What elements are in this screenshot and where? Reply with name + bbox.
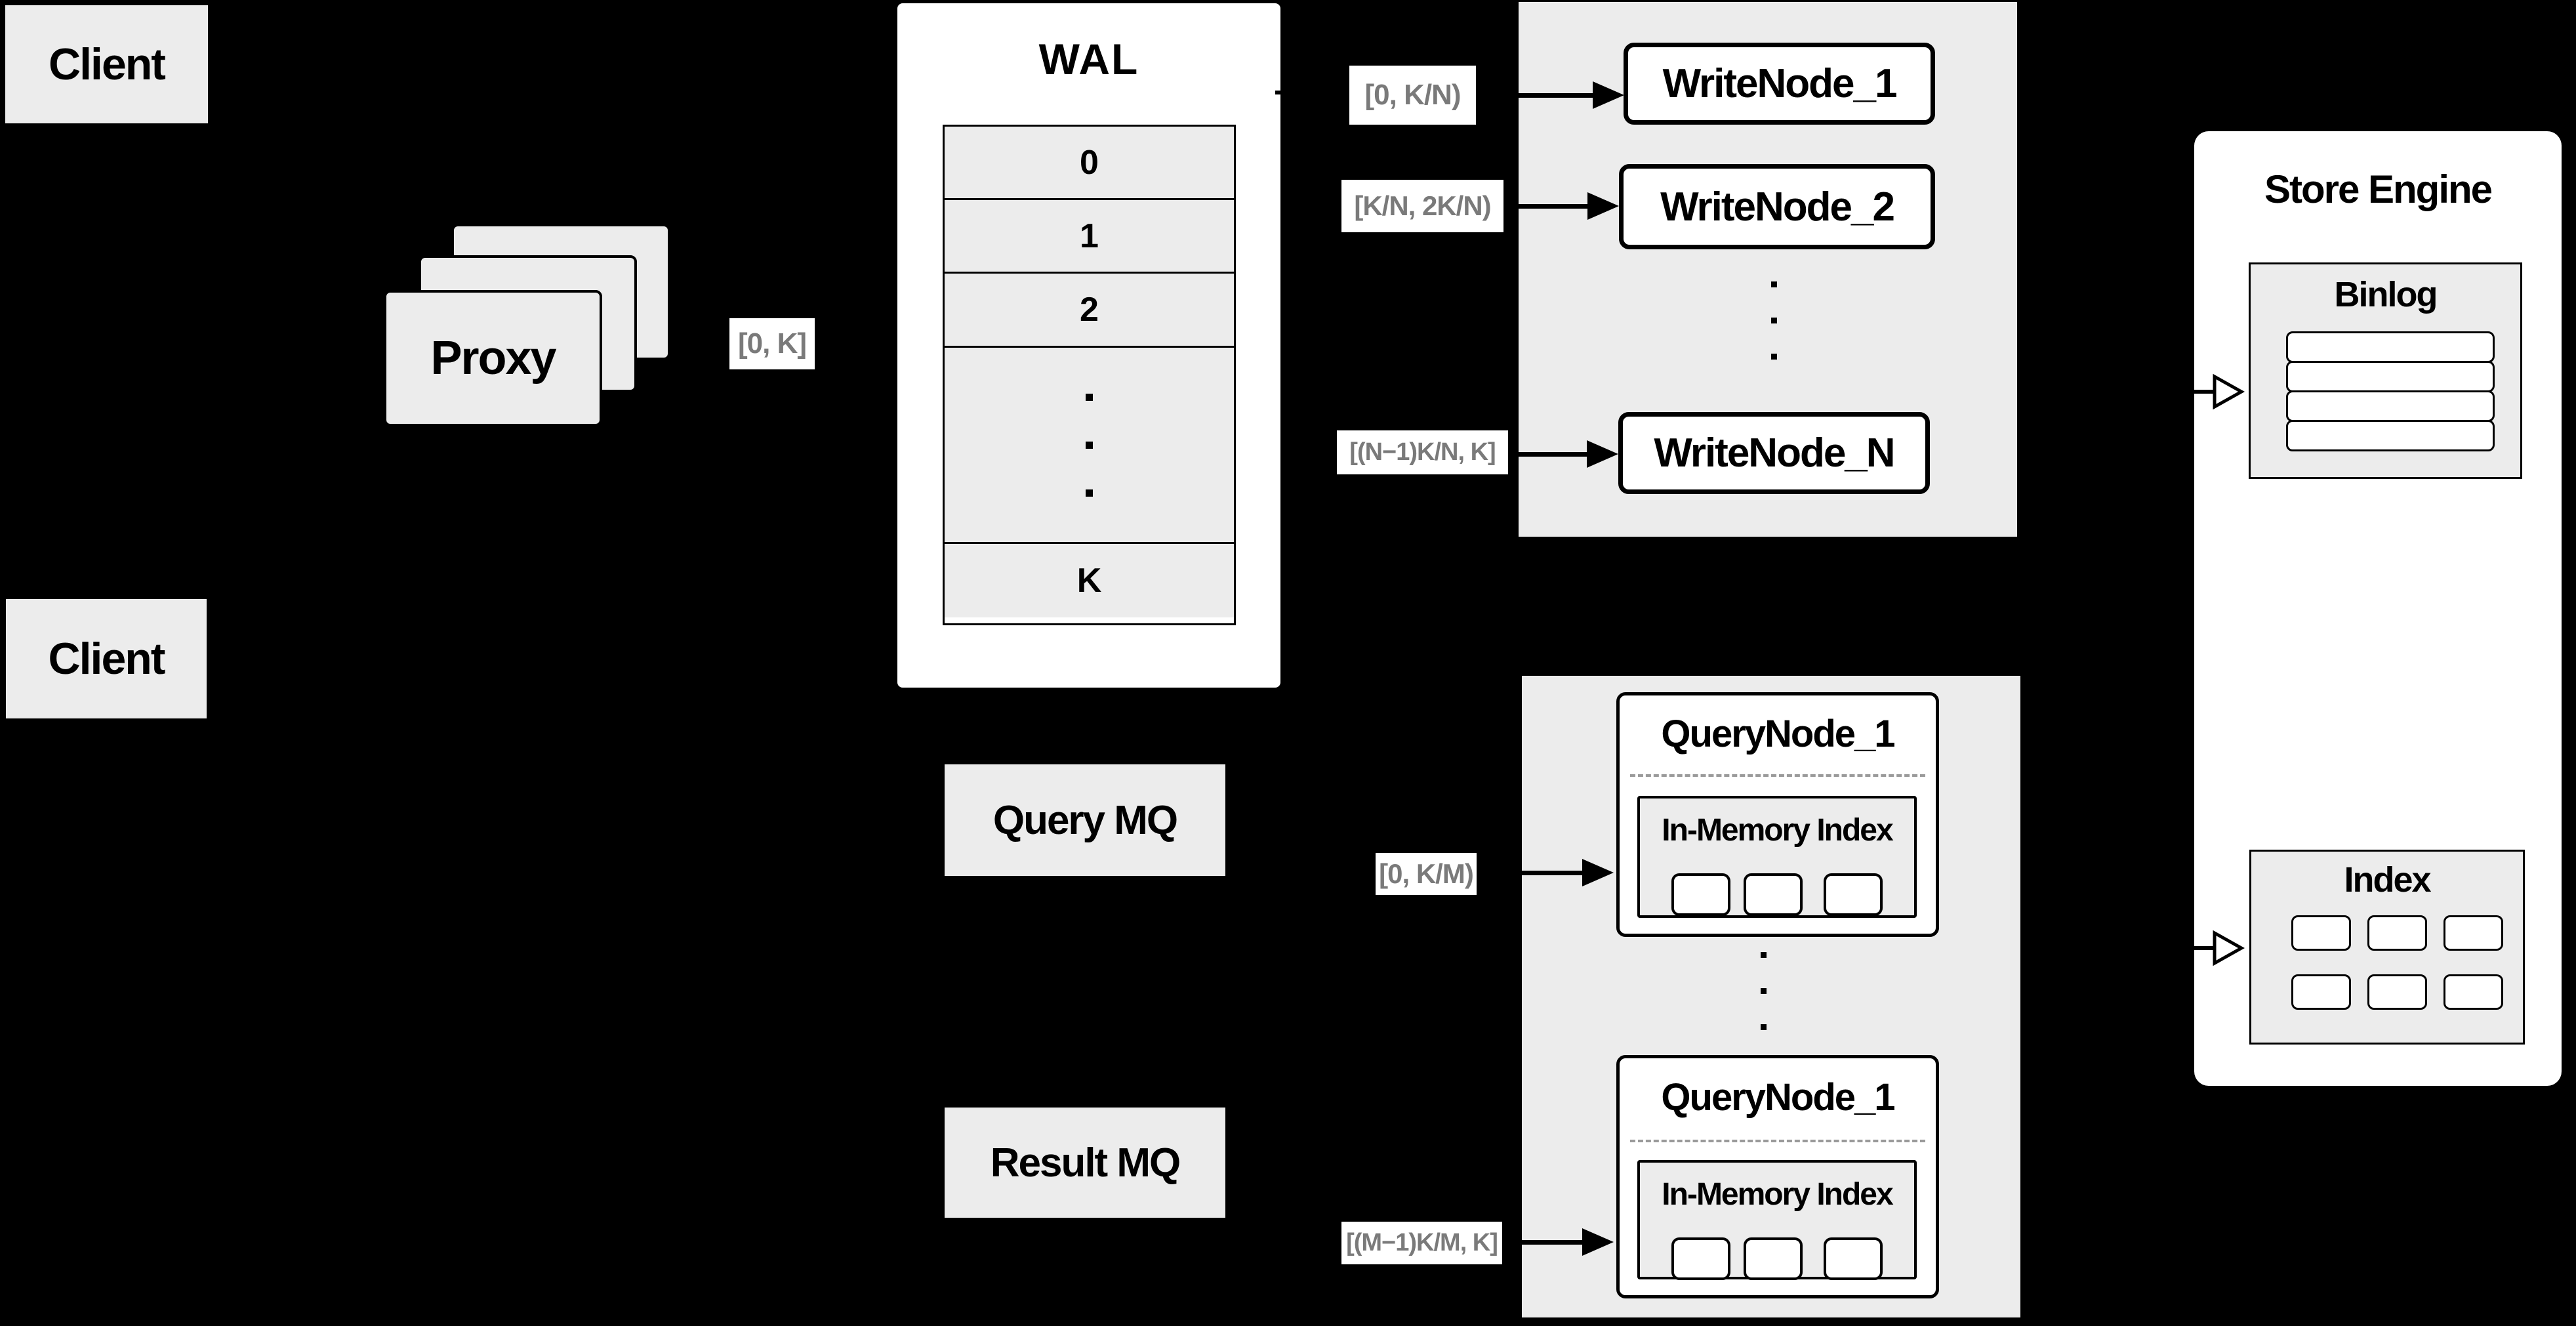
ellipsis-dot	[1761, 952, 1767, 958]
store-engine-title: Store Engine	[2264, 167, 2493, 211]
binlog-row	[2286, 390, 2495, 422]
index-box: Index	[2249, 850, 2525, 1045]
index-title-wrap: Index	[2251, 852, 2523, 908]
query-node-1-box: QueryNode_1 In-Memory Index	[1616, 692, 1939, 937]
index-segment-square	[1671, 873, 1730, 916]
client-top-label: Client	[49, 39, 166, 89]
query-node-2-title: QueryNode_1	[1661, 1075, 1895, 1119]
binlog-rows	[2286, 331, 2495, 451]
wal-connector-stub	[1275, 91, 1290, 94]
index-segment-square	[1824, 1237, 1883, 1280]
ellipsis-dot	[1771, 281, 1777, 287]
wal-segment-row: K	[945, 544, 1234, 617]
binlog-title-wrap: Binlog	[2251, 264, 2520, 325]
range-label-write-2: [K/N, 2K/N)	[1341, 180, 1503, 232]
index-file-square	[2291, 915, 2351, 951]
proxy-label: Proxy	[430, 332, 556, 384]
arrowhead-icon	[1587, 192, 1619, 220]
ellipsis-dot	[1761, 1024, 1767, 1030]
store-engine-title-wrap: Store Engine	[2194, 163, 2562, 215]
index-segment-square	[1824, 873, 1883, 916]
query-mq-label: Query MQ	[992, 797, 1178, 843]
wal-title: WAL	[1038, 35, 1139, 83]
wal-segment-row: 2	[945, 274, 1234, 348]
wal-segment-row: 1	[945, 200, 1234, 274]
ellipsis-dot	[1771, 354, 1777, 360]
dashed-separator	[1630, 774, 1925, 777]
query-node-1-title: QueryNode_1	[1661, 712, 1895, 755]
client-box-top: Client	[5, 5, 208, 123]
in-memory-index-title-2: In-Memory Index	[1662, 1176, 1893, 1212]
ellipsis-dots-vertical	[1086, 393, 1093, 497]
write-node-1-box: WriteNode_1	[1624, 43, 1935, 125]
write-node-n-label: WriteNode_N	[1654, 430, 1895, 476]
wal-ellipsis-row	[945, 348, 1234, 544]
in-memory-index-title-wrap: In-Memory Index	[1640, 798, 1914, 861]
write-node-n-box: WriteNode_N	[1618, 412, 1930, 494]
range-label-write-1: [0, K/N)	[1349, 66, 1476, 125]
ellipsis-dot	[1761, 988, 1767, 994]
open-arrow-to-binlog	[2190, 373, 2245, 410]
wal-segment-table: 0 1 2 K	[943, 125, 1236, 625]
query-mq-box: Query MQ	[945, 764, 1225, 876]
store-engine-container: Store Engine Binlog Index	[2194, 131, 2562, 1086]
wal-segment-row: 0	[945, 127, 1234, 200]
query-node-2-box: QueryNode_1 In-Memory Index	[1616, 1055, 1939, 1298]
index-file-square	[2367, 974, 2427, 1010]
write-node-2-box: WriteNode_2	[1619, 164, 1935, 249]
index-segment-square	[1744, 873, 1803, 916]
index-file-square	[2443, 974, 2503, 1010]
dashed-separator	[1630, 1140, 1925, 1142]
wal-container: WAL 0 1 2 K	[897, 3, 1280, 688]
query-node-1-title-wrap: QueryNode_1	[1620, 695, 1936, 772]
query-node-2-title-wrap: QueryNode_1	[1620, 1058, 1936, 1136]
arrowhead-icon	[1582, 1228, 1614, 1256]
in-memory-index-box-2: In-Memory Index	[1637, 1160, 1917, 1280]
client-box-bottom: Client	[6, 599, 207, 718]
range-label-query-2: [(M−1)K/M, K]	[1341, 1222, 1502, 1264]
write-node-1-label: WriteNode_1	[1662, 61, 1898, 106]
binlog-row	[2286, 420, 2495, 451]
wal-title-wrap: WAL	[897, 30, 1280, 89]
binlog-box: Binlog	[2249, 262, 2522, 479]
binlog-title: Binlog	[2334, 275, 2438, 314]
in-memory-index-title-1: In-Memory Index	[1662, 812, 1893, 848]
result-mq-label: Result MQ	[990, 1140, 1181, 1186]
binlog-row	[2286, 331, 2495, 363]
proxy-card-front: Proxy	[384, 290, 602, 426]
in-memory-index-title-wrap: In-Memory Index	[1640, 1163, 1914, 1226]
range-label-proxy-wal: [0, K]	[729, 318, 815, 369]
result-mq-box: Result MQ	[945, 1108, 1225, 1218]
index-segment-square	[1744, 1237, 1803, 1280]
index-segment-square	[1671, 1237, 1730, 1280]
client-bottom-label: Client	[48, 634, 166, 684]
range-label-write-n: [(N−1)K/N, K]	[1337, 430, 1508, 474]
in-memory-index-box-1: In-Memory Index	[1637, 796, 1917, 918]
open-arrow-to-index	[2190, 930, 2245, 966]
index-title: Index	[2344, 860, 2431, 900]
write-node-2-label: WriteNode_2	[1660, 184, 1895, 230]
index-file-square	[2367, 915, 2427, 951]
index-file-square	[2443, 915, 2503, 951]
ellipsis-dot	[1771, 318, 1777, 323]
binlog-row	[2286, 361, 2495, 392]
arrowhead-icon	[1593, 81, 1624, 109]
index-file-square	[2291, 974, 2351, 1010]
range-label-query-1: [0, K/M)	[1376, 853, 1477, 895]
arrowhead-icon	[1582, 859, 1614, 886]
arrowhead-icon	[1587, 440, 1618, 468]
